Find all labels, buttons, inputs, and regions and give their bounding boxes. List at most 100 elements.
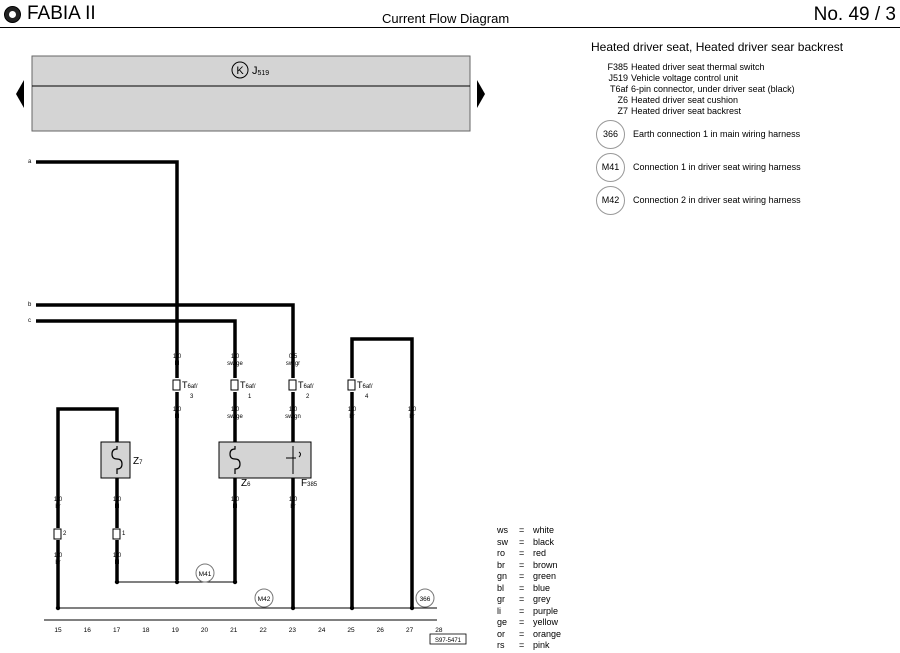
connectors-seat: 2 1: [53, 528, 126, 540]
next-page-arrow-icon[interactable]: [477, 80, 485, 108]
color-abbr: gr: [497, 594, 506, 604]
wire-size: 1,0: [408, 407, 417, 413]
wire-labels-lower: 1,0 bl 1,0 sw/ge 1,0 sw/gn 1,0 br 1,0 br…: [54, 407, 417, 566]
equals-sign: =: [519, 605, 525, 616]
drawing-ref: S97-5471: [435, 638, 462, 644]
line-label-b: b: [28, 302, 32, 308]
wire-a: [36, 160, 179, 378]
earth-366-marker: [415, 588, 435, 608]
track-number: 25: [347, 627, 355, 634]
wire-color: br: [409, 414, 414, 420]
junction-dot: [409, 605, 415, 611]
color-name: grey: [533, 594, 551, 604]
wire-size: 1,0: [173, 354, 182, 360]
header-divider: [0, 27, 900, 28]
junction-dot: [290, 605, 296, 611]
connection-m41-label: M41: [199, 571, 212, 578]
color-name: black: [533, 536, 555, 547]
j519-label: J519: [252, 65, 269, 77]
connection-marker: 366: [596, 120, 625, 149]
legend-code: Z7: [617, 106, 628, 116]
color-abbr: br: [497, 559, 506, 570]
legend-desc: Heated driver seat cushion: [631, 95, 739, 105]
color-code-row: rs=pink: [497, 640, 561, 652]
track-number: 16: [84, 627, 92, 634]
wire-size: 1,0: [231, 407, 240, 413]
color-code-row: bl=blue: [497, 583, 561, 595]
track-number: 21: [230, 627, 238, 634]
connector-pin-icon: [347, 379, 356, 391]
color-abbr: ws: [497, 525, 508, 535]
wire-size: 1,0: [348, 407, 357, 413]
wire-size: 1,0: [289, 407, 298, 413]
skoda-logo-icon: [4, 5, 21, 23]
wire-color: sw/ge: [227, 414, 243, 420]
bus-lines: [44, 581, 437, 621]
connection-marker: M41: [596, 153, 625, 182]
wire-color: br: [349, 414, 354, 420]
color-code-row: ge=yellow: [497, 617, 561, 629]
equals-sign: =: [519, 571, 525, 581]
connector-pin-icon: [112, 528, 121, 540]
connector-pin-number: 2: [63, 531, 67, 537]
color-code-row: br=brown: [497, 560, 561, 572]
document-title: Current Flow Diagram: [382, 11, 510, 26]
color-code-row: gn=green: [497, 571, 561, 583]
color-code-row: ro=red: [497, 548, 561, 560]
connector-t6af-4: T6af/: [357, 380, 373, 390]
equals-sign: =: [519, 594, 525, 604]
wire-size: 1,0: [54, 553, 63, 559]
track-number: 15: [54, 627, 62, 634]
connector-pin-icon: [230, 379, 239, 391]
color-name: orange: [533, 628, 562, 639]
color-name: yellow: [533, 617, 559, 627]
junction-dot: [55, 605, 61, 611]
wire-c: [36, 319, 237, 378]
model-name: FABIA II: [27, 3, 96, 24]
legend-title: Heated driver seat, Heated driver sear b…: [591, 40, 844, 54]
junction-dot: [114, 579, 120, 585]
connector-pin-icon: [172, 379, 181, 391]
color-name: blue: [533, 582, 551, 593]
wire-color: br: [290, 504, 295, 510]
junction-dot: [232, 579, 238, 585]
connector-pin-number: 1: [248, 394, 252, 400]
wire-color: bl: [233, 504, 238, 510]
line-label-c: c: [28, 318, 31, 324]
equals-sign: =: [519, 582, 525, 593]
j519-unit-box: [31, 55, 471, 132]
equals-sign: =: [519, 617, 525, 627]
wire-color: sw/gr: [286, 361, 300, 367]
track-number: 22: [259, 627, 267, 634]
connector-pin-number: 1: [122, 531, 126, 537]
z7-label: Z7: [133, 456, 143, 467]
color-name: pink: [533, 640, 550, 650]
color-abbr: sw: [497, 536, 508, 547]
wire-color: sw/ge: [227, 361, 243, 367]
track-number: 24: [318, 627, 326, 634]
connector-pin-number: 4: [365, 394, 369, 400]
color-abbr: ro: [497, 548, 506, 558]
previous-page-arrow-icon[interactable]: [16, 80, 24, 108]
wire-size: 1,0: [231, 354, 240, 360]
connector-pin-icon: [53, 528, 62, 540]
z6-f385-heater-box: [218, 441, 312, 479]
connection-marker: M42: [596, 186, 625, 215]
drawing-ref-box: [429, 633, 467, 645]
junction-dots: [55, 579, 415, 611]
track-number: 28: [435, 627, 443, 634]
wire-size: 1,0: [231, 497, 240, 503]
wire-color: br: [55, 504, 60, 510]
legend-desc: Vehicle voltage control unit: [631, 73, 739, 83]
line-label-a: a: [28, 159, 32, 165]
page-number: No. 49 / 3: [813, 4, 896, 25]
wire-b: [36, 303, 295, 378]
wire-size: 1,0: [113, 553, 122, 559]
